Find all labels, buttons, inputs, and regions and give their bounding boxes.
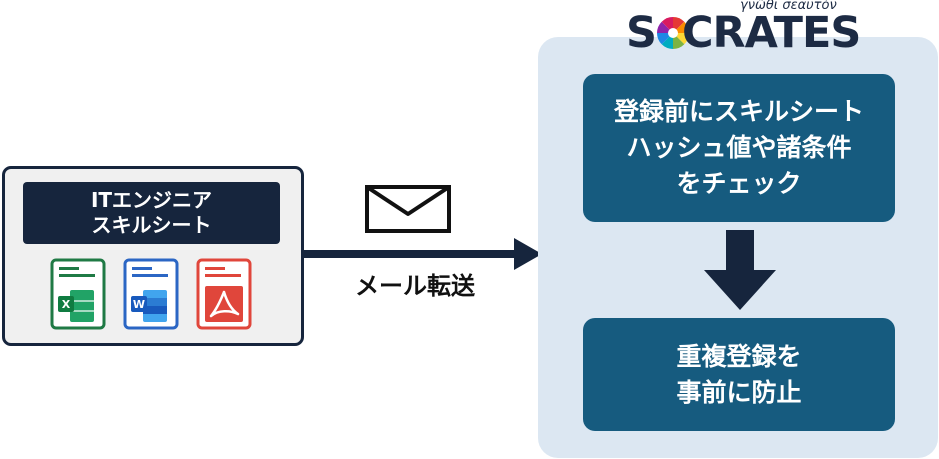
excel-icon: X bbox=[50, 258, 106, 330]
flow-arrowhead bbox=[514, 238, 542, 270]
skill-sheet-title-line1: ITエンジニア bbox=[90, 188, 213, 212]
skill-sheet-title-line2: スキルシート bbox=[91, 213, 212, 237]
email-forward-label: メール転送 bbox=[355, 272, 475, 300]
step-prevent-line1: 重複登録を bbox=[676, 341, 802, 371]
flow-arrow-line bbox=[302, 250, 516, 258]
envelope-icon bbox=[365, 185, 451, 233]
step-prevent-duplicates: 重複登録を 事前に防止 bbox=[583, 318, 895, 431]
step-prevent-line2: 事前に防止 bbox=[676, 377, 802, 407]
step-check-line3: をチェック bbox=[676, 169, 802, 198]
pdf-icon bbox=[196, 258, 252, 330]
skill-sheet-title: ITエンジニア スキルシート bbox=[23, 182, 280, 244]
logo-letter-s: S bbox=[626, 8, 657, 58]
step-check-line2: ハッシュ値や諸条件 bbox=[626, 133, 852, 162]
down-arrow-icon bbox=[704, 230, 776, 310]
logo-tagline: γνῶθι σεαυτόν bbox=[740, 0, 837, 13]
svg-text:W: W bbox=[133, 298, 145, 311]
step-check-line1: 登録前にスキルシート bbox=[613, 97, 864, 126]
logo-color-wheel-icon bbox=[657, 17, 689, 49]
svg-text:X: X bbox=[62, 298, 71, 311]
step-pre-registration-check: 登録前にスキルシート ハッシュ値や諸条件 をチェック bbox=[583, 74, 895, 222]
word-icon: W bbox=[123, 258, 179, 330]
logo-wordmark: CRATES bbox=[682, 8, 861, 58]
